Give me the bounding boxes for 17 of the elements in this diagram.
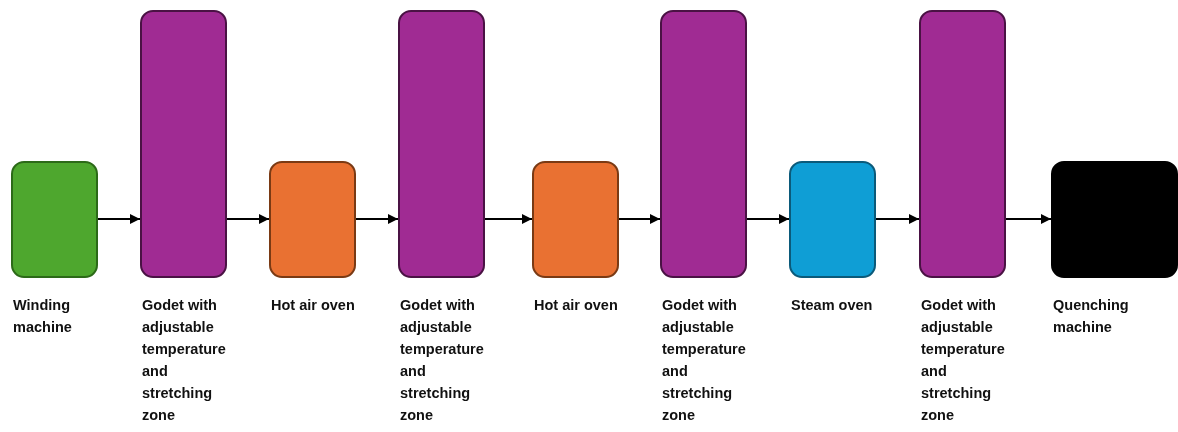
- node-label: Godet with adjustable temperature and stretching zone: [662, 296, 747, 425]
- arrow: [355, 214, 399, 224]
- node-label: Godet with adjustable temperature and stretching zone: [142, 296, 227, 425]
- node-label: Godet with adjustable temperature and stretching zone: [400, 296, 485, 425]
- node-label: Quenching machine: [1053, 296, 1130, 337]
- arrow: [484, 214, 533, 224]
- arrow: [97, 214, 141, 224]
- node-label: Godet with adjustable temperature and stretching zone: [921, 296, 1006, 425]
- arrow: [875, 214, 920, 224]
- arrow: [746, 214, 790, 224]
- arrow: [226, 214, 270, 224]
- node-label: Steam oven: [791, 296, 874, 315]
- node-label: Winding machine: [13, 296, 73, 337]
- node-label: Hot air oven: [271, 296, 356, 315]
- node-label: Hot air oven: [534, 296, 619, 315]
- arrow: [618, 214, 661, 224]
- arrow: [1005, 214, 1052, 224]
